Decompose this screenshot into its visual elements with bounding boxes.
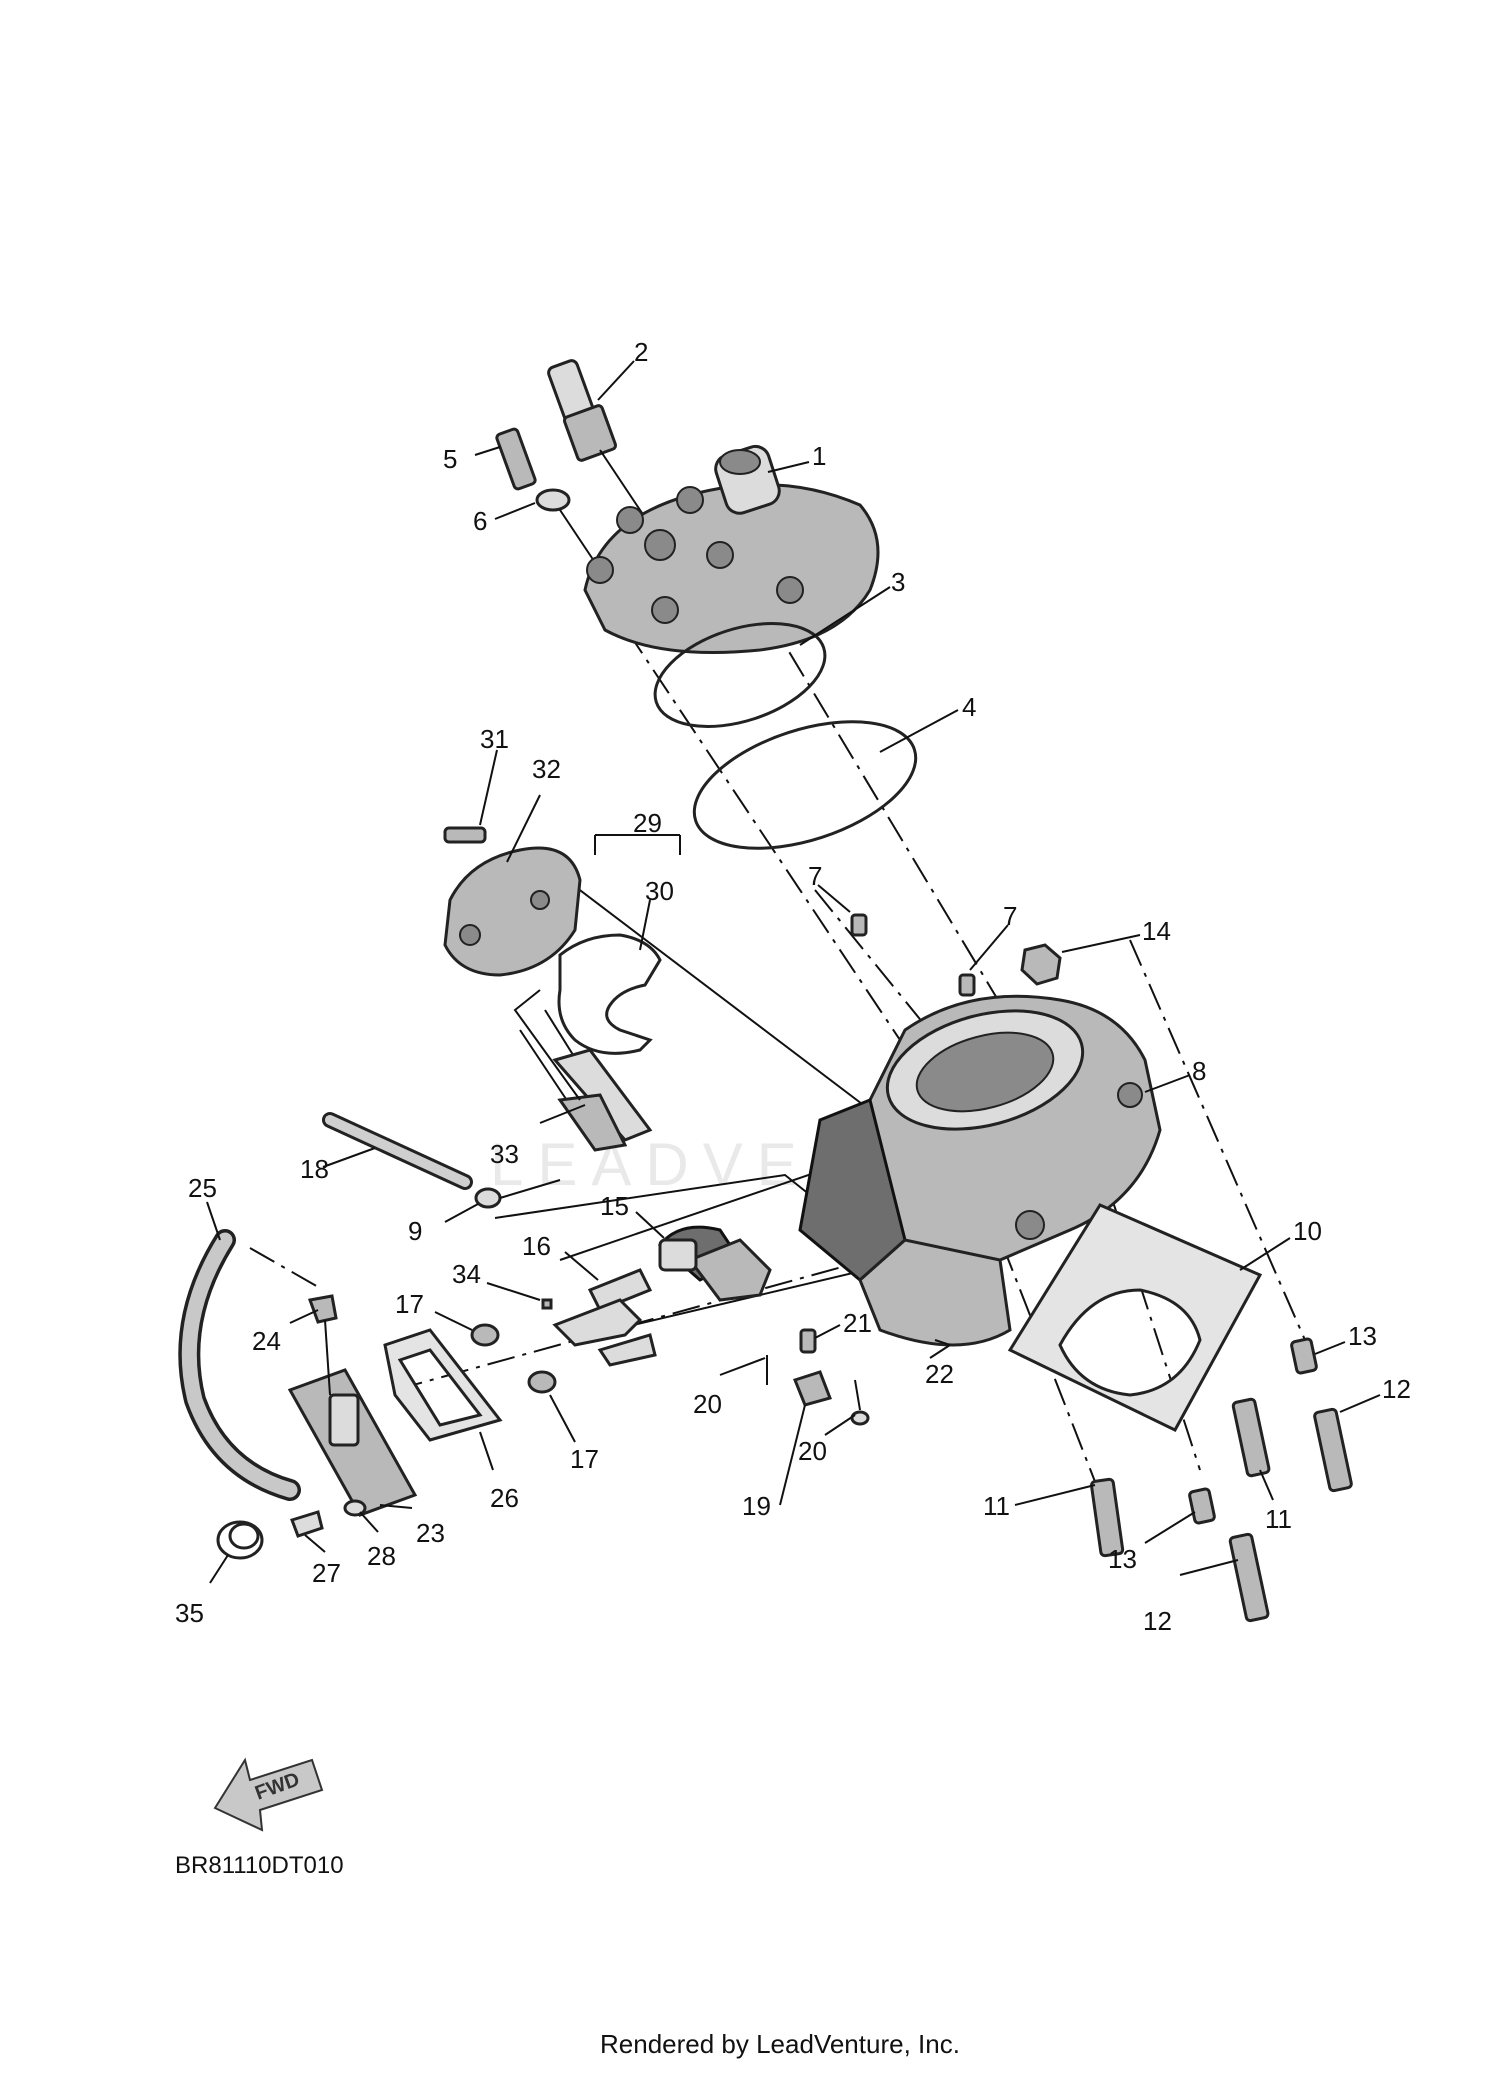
callout-11b: 11 bbox=[1265, 1504, 1292, 1534]
callout-1: 1 bbox=[812, 441, 826, 471]
callout-11a: 11 bbox=[983, 1491, 1010, 1521]
callout-15: 15 bbox=[600, 1191, 629, 1221]
callout-24: 24 bbox=[252, 1326, 281, 1356]
cylinder-head bbox=[583, 444, 880, 654]
callout-8: 8 bbox=[1192, 1056, 1206, 1086]
callout-33: 33 bbox=[490, 1139, 519, 1169]
callout-29: 29 bbox=[633, 808, 662, 838]
callout-26: 26 bbox=[490, 1483, 519, 1513]
exhaust-valve-block bbox=[657, 1225, 772, 1302]
base-gasket bbox=[1007, 1203, 1263, 1432]
o-ring-large bbox=[692, 720, 918, 850]
callout-leaders bbox=[206, 360, 1381, 1584]
callout-13a: 13 bbox=[1348, 1321, 1377, 1351]
callout-17b: 17 bbox=[570, 1444, 599, 1474]
callout-5: 5 bbox=[443, 444, 457, 474]
callout-30: 30 bbox=[645, 876, 674, 906]
callout-32: 32 bbox=[532, 754, 561, 784]
callout-12a: 12 bbox=[1382, 1374, 1411, 1404]
callout-21: 21 bbox=[843, 1308, 872, 1338]
callout-31: 31 bbox=[480, 724, 509, 754]
bolt-17a bbox=[470, 1323, 500, 1347]
callout-18: 18 bbox=[300, 1154, 329, 1184]
valve-rod bbox=[322, 1112, 561, 1209]
callout-22: 22 bbox=[925, 1359, 954, 1389]
callout-4: 4 bbox=[962, 692, 976, 722]
dowel-pin-a bbox=[850, 913, 868, 937]
diagram-code: BR81110DT010 bbox=[175, 1852, 344, 1879]
valve-cover bbox=[287, 1294, 503, 1538]
forward-arrow: FWD bbox=[213, 1757, 324, 1832]
callout-25: 25 bbox=[188, 1173, 217, 1203]
callout-10: 10 bbox=[1293, 1216, 1322, 1246]
cylinder-studs bbox=[1089, 1337, 1353, 1623]
valve-link bbox=[541, 1268, 657, 1367]
callout-3: 3 bbox=[891, 567, 905, 597]
callout-labels: 2 1 3 4 5 6 7 7 8 9 10 11 11 12 12 13 13… bbox=[175, 337, 1411, 1636]
callout-23: 23 bbox=[416, 1518, 445, 1548]
callout-13b: 13 bbox=[1108, 1544, 1137, 1574]
callout-9: 9 bbox=[408, 1216, 422, 1246]
callout-6: 6 bbox=[473, 506, 487, 536]
callout-7b: 7 bbox=[1003, 901, 1017, 931]
callout-20a: 20 bbox=[693, 1389, 722, 1419]
dowel-pin-b bbox=[958, 973, 976, 997]
spark-plug bbox=[547, 359, 661, 541]
callout-17a: 17 bbox=[395, 1289, 424, 1319]
cylinder-body bbox=[798, 994, 1162, 1347]
callout-34: 34 bbox=[452, 1259, 481, 1289]
callout-2: 2 bbox=[634, 337, 648, 367]
callout-27: 27 bbox=[312, 1558, 341, 1588]
callout-19: 19 bbox=[742, 1491, 771, 1521]
exhaust-valve-housing bbox=[443, 826, 662, 1152]
bolt-17b bbox=[527, 1370, 557, 1394]
o-ring-small bbox=[653, 621, 827, 729]
cylinder-nut bbox=[1020, 943, 1062, 986]
callout-20b: 20 bbox=[798, 1436, 827, 1466]
rendered-by-credit: Rendered by LeadVenture, Inc. bbox=[600, 2029, 960, 2059]
callout-7a: 7 bbox=[808, 861, 822, 891]
callout-28: 28 bbox=[367, 1541, 396, 1571]
breather-hose bbox=[178, 1229, 301, 1560]
callout-16: 16 bbox=[522, 1231, 551, 1261]
valve-small-parts bbox=[766, 1328, 951, 1426]
head-bolt bbox=[495, 427, 601, 571]
callout-12b: 12 bbox=[1143, 1606, 1172, 1636]
callout-35: 35 bbox=[175, 1598, 204, 1628]
callout-14: 14 bbox=[1142, 916, 1171, 946]
